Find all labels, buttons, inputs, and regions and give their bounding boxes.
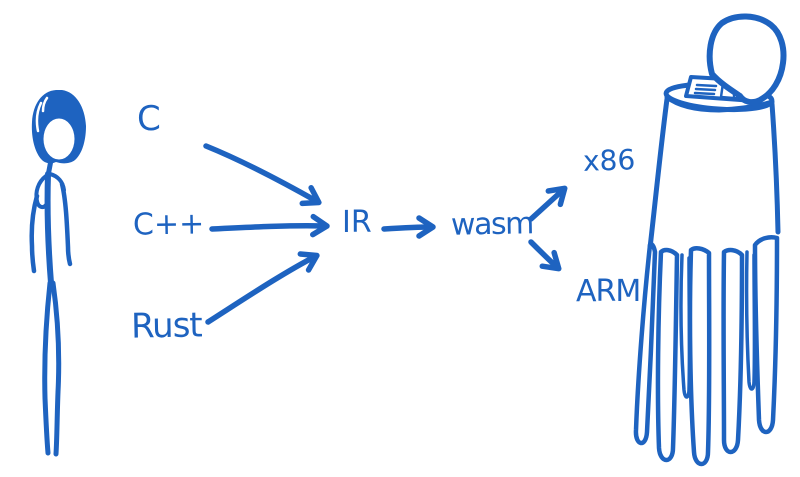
trash-can-strip <box>655 247 680 463</box>
trash-can-left-side <box>647 96 670 251</box>
trash-can-strip <box>752 235 780 435</box>
node-label-cpp: C++ <box>132 206 205 243</box>
person-face <box>43 118 75 160</box>
person-left-leg <box>42 280 53 456</box>
node-label-wasm: wasm <box>450 206 534 243</box>
trash-can-strip <box>633 241 658 446</box>
arrow-cpp-to-ir <box>209 213 330 238</box>
trash-can-lid <box>706 13 787 106</box>
node-label-rust: Rust <box>130 305 203 347</box>
trash-can-rim-front <box>664 94 775 113</box>
node-label-arm: ARM <box>576 274 641 309</box>
newspaper-text-lines <box>693 83 718 96</box>
arrow-ir-to-wasm <box>381 215 436 239</box>
person-torso <box>44 171 54 286</box>
trash-can-strip <box>687 246 712 467</box>
arrow-c-to-ir <box>203 143 322 207</box>
arrow-rust-to-ir <box>205 251 320 325</box>
arrow-wasm-to-arm <box>528 239 562 272</box>
trash-can-strip <box>721 247 745 455</box>
person-left-arm <box>29 193 40 274</box>
person-hair-highlight <box>35 96 49 133</box>
person-right-leg <box>50 280 62 457</box>
node-label-ir: IR <box>342 205 372 240</box>
trash-can-right-side <box>769 101 781 235</box>
node-label-c: C <box>136 98 162 140</box>
person-right-arm <box>59 181 73 267</box>
node-label-x86: x86 <box>582 143 636 178</box>
stick-person-icon <box>29 90 86 457</box>
arrow-wasm-to-x86 <box>528 185 568 222</box>
open-trash-can-with-newspaper-and-shredded-strips-icon <box>633 13 787 467</box>
diagram-edges <box>203 143 568 325</box>
